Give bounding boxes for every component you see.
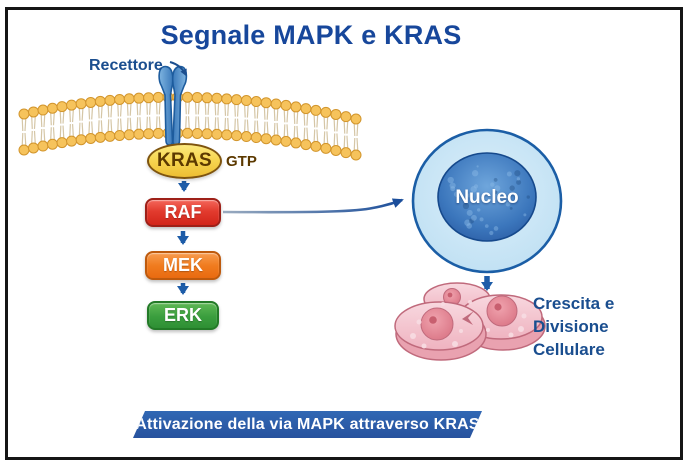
raf-label: RAF — [164, 202, 202, 222]
kras-label: KRAS — [156, 150, 213, 171]
caption-banner-label: Attivazione della via MAPK attraverso KR… — [135, 415, 480, 433]
gtp-label: GTP — [226, 153, 257, 170]
caption-banner: Attivazione della via MAPK attraverso KR… — [133, 411, 482, 438]
receptor-label: Recettore — [89, 57, 163, 74]
outcome-line-3: Cellulare — [533, 340, 605, 359]
page-title: Segnale MAPK e KRAS — [160, 20, 462, 50]
dividing-cells-graphic — [394, 282, 546, 361]
kras-node: KRAS — [147, 143, 222, 179]
receptor-pointer-arrow — [169, 61, 187, 77]
mek-label: MEK — [163, 255, 203, 275]
erk-label: ERK — [163, 305, 202, 325]
outcome-text: Crescita e Divisione Cellulare — [533, 292, 614, 361]
nucleus-label: Nucleo — [455, 187, 519, 208]
nucleus-speckles — [447, 165, 530, 236]
nucleus-graphic — [437, 152, 537, 242]
raf-node: RAF — [145, 198, 221, 227]
erk-node: ERK — [147, 301, 219, 330]
arrow-raf-to-nucleus — [222, 198, 404, 214]
cell-graphic — [411, 128, 563, 274]
cell-division-notch — [462, 311, 474, 325]
mek-node: MEK — [145, 251, 221, 280]
outcome-line-2: Divisione — [533, 317, 609, 336]
outcome-line-1: Crescita e — [533, 294, 615, 313]
